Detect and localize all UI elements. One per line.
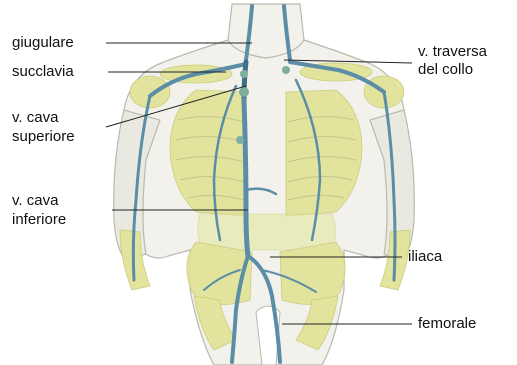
left-pelvis [280,242,345,305]
label-cava-inferiore-line2: inferiore [12,211,66,228]
label-iliaca: iliaca [408,248,442,265]
label-traversa-line2: del collo [418,61,473,78]
label-giugulare: giugulare [12,34,74,51]
body-silhouette [114,4,415,365]
label-cava-inferiore-line1: v. cava [12,192,58,209]
label-cava-superiore-line1: v. cava [12,109,58,126]
label-traversa-line1: v. traversa [418,43,487,60]
label-cava-superiore-line2: superiore [12,128,75,145]
label-succlavia: succlavia [12,63,74,80]
label-femorale: femorale [418,315,476,332]
right-shoulder-region [130,76,170,108]
